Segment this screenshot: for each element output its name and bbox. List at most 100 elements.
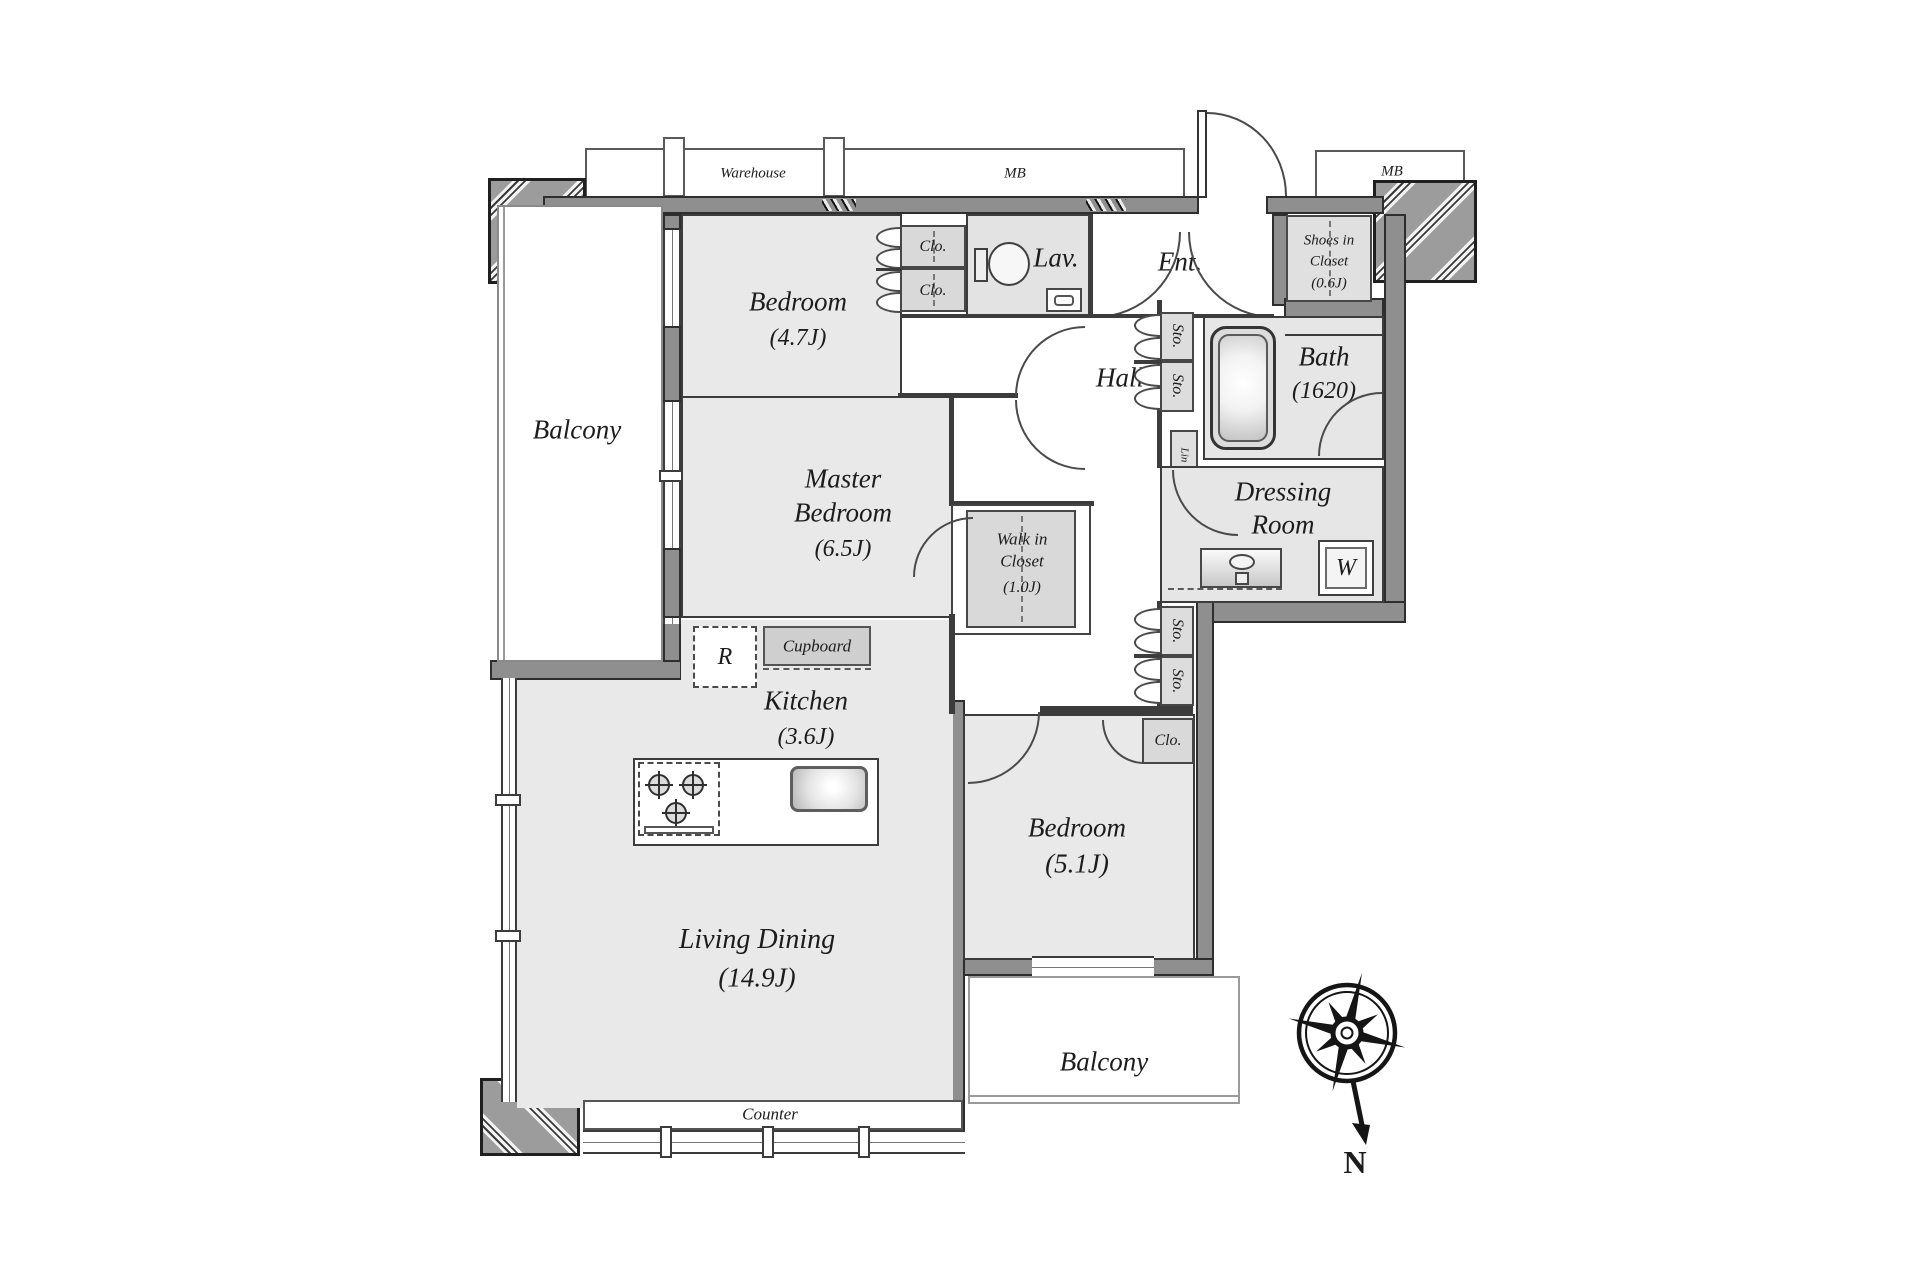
clo2-label: Clo. [919, 282, 947, 299]
sto3-label: Sto. [1169, 618, 1186, 644]
bifold-door [1134, 608, 1160, 631]
room-master-bedroom [681, 396, 953, 618]
bifold-door [1134, 337, 1160, 360]
cupboard-label: Cupboard [782, 636, 852, 656]
dressing-dash-line [1168, 588, 1282, 590]
sto2-label: Sto. [1169, 373, 1186, 399]
bifold-separator [1134, 360, 1162, 364]
wall-chunk [663, 548, 681, 618]
wall-dressing-bottom [1196, 601, 1406, 623]
window-mullion [495, 794, 521, 806]
window-wall-ld [501, 678, 517, 1102]
wic-size: (1.0J) [1003, 579, 1041, 596]
wall-right-lower [1196, 601, 1214, 981]
master-label-2: Bedroom [794, 497, 892, 528]
bath-inner-line [1285, 334, 1382, 336]
stove-burner-icon [665, 802, 687, 824]
wall-hatch [822, 199, 856, 211]
closet-sto1 [1160, 312, 1194, 361]
sto1-label: Sto. [1169, 323, 1186, 349]
wall-master-right [949, 398, 954, 505]
closet-clo1 [900, 225, 966, 268]
window-bedroom2 [1032, 956, 1154, 978]
clo3-label: Clo. [1154, 732, 1182, 749]
window-mullion [660, 1126, 672, 1158]
entrance-door-arc-right [1188, 232, 1274, 318]
bifold-door [1134, 631, 1160, 654]
balcony-left-label: Balcony [532, 414, 622, 445]
closet-sto2 [1160, 361, 1194, 412]
kitchen-size: (3.6J) [777, 724, 835, 750]
stove-bar [644, 826, 714, 834]
closet-clo2 [900, 268, 966, 312]
warehouse-label: Warehouse [720, 165, 786, 182]
bedroom1-label: Bedroom [749, 286, 847, 317]
toilet-bowl-icon [988, 242, 1030, 286]
wall-chunk [663, 214, 681, 230]
wall-bedroom2-bottom-right [1152, 958, 1214, 976]
master-size: (6.5J) [814, 536, 872, 562]
living-label: Living Dining [678, 924, 836, 955]
counter-label: Counter [742, 1104, 798, 1124]
kitchen-label: Kitchen [764, 685, 848, 716]
bedroom1-door-arc [1015, 326, 1085, 396]
bifold-separator [876, 268, 902, 271]
wic-label-1: Walk in [996, 529, 1048, 549]
balcony-bottom-label: Balcony [1059, 1046, 1149, 1077]
bathtub-icon [1210, 326, 1276, 450]
closet-shoes [1286, 215, 1372, 302]
master-label-1: Master [804, 463, 882, 494]
stove-burner-icon [648, 774, 670, 796]
mb-label-right: MB [1381, 163, 1403, 180]
toilet-icon [974, 248, 988, 282]
washbasin-icon [1200, 548, 1282, 588]
living-floor [517, 680, 953, 1108]
lavatory-label: Lav. [1033, 242, 1079, 273]
wall-corridor-bottom [949, 501, 1094, 506]
bifold-separator [1134, 654, 1162, 658]
shoes-label-2: Closet [1309, 253, 1349, 270]
lin-label: Lin [1178, 447, 1191, 463]
compass-north-label: N [1343, 1144, 1367, 1180]
bedroom2-label: Bedroom [1028, 812, 1126, 843]
wall-right-upper [1384, 214, 1406, 610]
master-door-arc [1015, 400, 1085, 470]
window-mullion [762, 1126, 774, 1158]
entrance-door-arc-left [1095, 232, 1181, 318]
cupboard [763, 626, 871, 666]
mb-label-left: MB [1004, 165, 1026, 182]
washing-machine-icon: W [1318, 540, 1374, 596]
wall-hatch [1086, 199, 1126, 211]
window-bottom [583, 1130, 965, 1154]
bifold-door [1134, 681, 1160, 704]
bath-label: Bath [1298, 341, 1350, 372]
wic-label-2: Closet [1000, 551, 1044, 571]
closet-walk-in [966, 510, 1076, 628]
closet-sto3 [1160, 606, 1194, 656]
bedroom1-size: (4.7J) [769, 325, 827, 351]
window-mullion [495, 930, 521, 942]
sto4-label: Sto. [1169, 668, 1186, 694]
closet-sto4 [1160, 656, 1194, 706]
living-size: (14.9J) [718, 962, 796, 993]
closet-clo3 [1142, 718, 1194, 764]
dressing-label-1: Dressing [1234, 476, 1332, 507]
balcony-bottom [968, 976, 1240, 1104]
shoes-label-1: Shoes in [1303, 232, 1355, 249]
compass-rose-icon [1262, 955, 1432, 1195]
clo1-label: Clo. [919, 238, 947, 255]
front-door-leaf [1197, 110, 1207, 198]
refrigerator-icon: R [693, 626, 757, 688]
wall-ent-left [1088, 214, 1093, 318]
wall-kitchen-right [949, 614, 955, 714]
wall-top-right [1266, 196, 1384, 214]
window-wall-left [663, 214, 681, 624]
bifold-door [1134, 658, 1160, 681]
shoes-label-size: (0.6J) [1311, 275, 1347, 292]
wall-ent-step [900, 314, 1274, 318]
bath-size: (1620) [1292, 378, 1356, 404]
window-mullion [858, 1126, 870, 1158]
wall-balcony-bottom [490, 660, 682, 680]
wall-bedroom1-bottom [898, 393, 1018, 398]
